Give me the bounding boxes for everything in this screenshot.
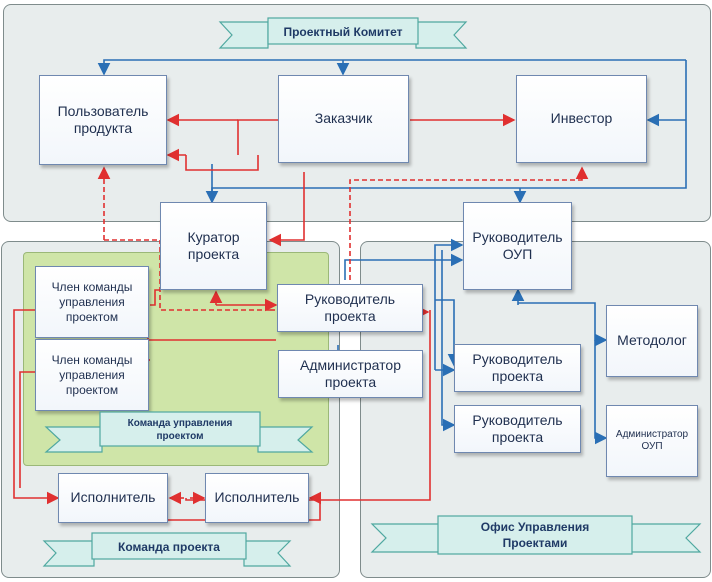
pmo-head-box: Руководитель ОУП <box>463 202 572 290</box>
project-admin-label: Администратор проекта <box>299 356 401 391</box>
investor-box: Инвестор <box>516 75 647 163</box>
customer-box: Заказчик <box>278 75 409 163</box>
pm-team-member-label-2: Член команды управления проектом <box>51 352 133 397</box>
methodologist-label: Методолог <box>617 332 687 349</box>
customer-label: Заказчик <box>314 110 373 127</box>
committee-ribbon-label: Проектный Комитет <box>283 25 402 39</box>
project-manager-label-2: Руководитель проекта <box>472 350 563 385</box>
investor-label: Инвестор <box>550 110 613 127</box>
executor-box-1: Исполнитель <box>58 473 168 523</box>
curator-box: Куратор проекта <box>160 202 267 290</box>
pmo-admin-label: Администратор ОУП <box>615 428 689 453</box>
executor-label-2: Исполнитель <box>214 489 300 506</box>
pmo-admin-box: Администратор ОУП <box>606 405 698 477</box>
pm-team-ribbon-label-2: проектом <box>157 431 204 442</box>
pm-team-member-box-1: Член команды управления проектом <box>35 266 149 338</box>
executor-box-2: Исполнитель <box>205 473 309 523</box>
pm-team-member-box-2: Член команды управления проектом <box>35 339 149 411</box>
product-user-box: Пользователь продукта <box>39 75 167 165</box>
project-admin-box: Администратор проекта <box>278 350 423 398</box>
project-manager-label-3: Руководитель проекта <box>472 411 563 446</box>
project-manager-box: Руководитель проекта <box>277 284 423 332</box>
executor-label-1: Исполнитель <box>70 489 156 506</box>
pm-team-ribbon-label-1: Команда управления <box>128 418 233 429</box>
curator-label: Куратор проекта <box>187 228 240 263</box>
project-manager-box-2: Руководитель проекта <box>454 344 581 392</box>
project-manager-label: Руководитель проекта <box>304 290 396 325</box>
office-ribbon-label-2: Проектами <box>503 536 568 550</box>
methodologist-box: Методолог <box>606 305 698 377</box>
project-manager-box-3: Руководитель проекта <box>454 405 581 453</box>
product-user-label: Пользователь продукта <box>57 102 149 137</box>
pmo-head-label: Руководитель ОУП <box>472 228 563 263</box>
team-ribbon-label: Команда проекта <box>118 540 220 554</box>
office-ribbon-label-1: Офис Управления <box>481 520 589 534</box>
pm-team-member-label-1: Член команды управления проектом <box>51 279 133 324</box>
